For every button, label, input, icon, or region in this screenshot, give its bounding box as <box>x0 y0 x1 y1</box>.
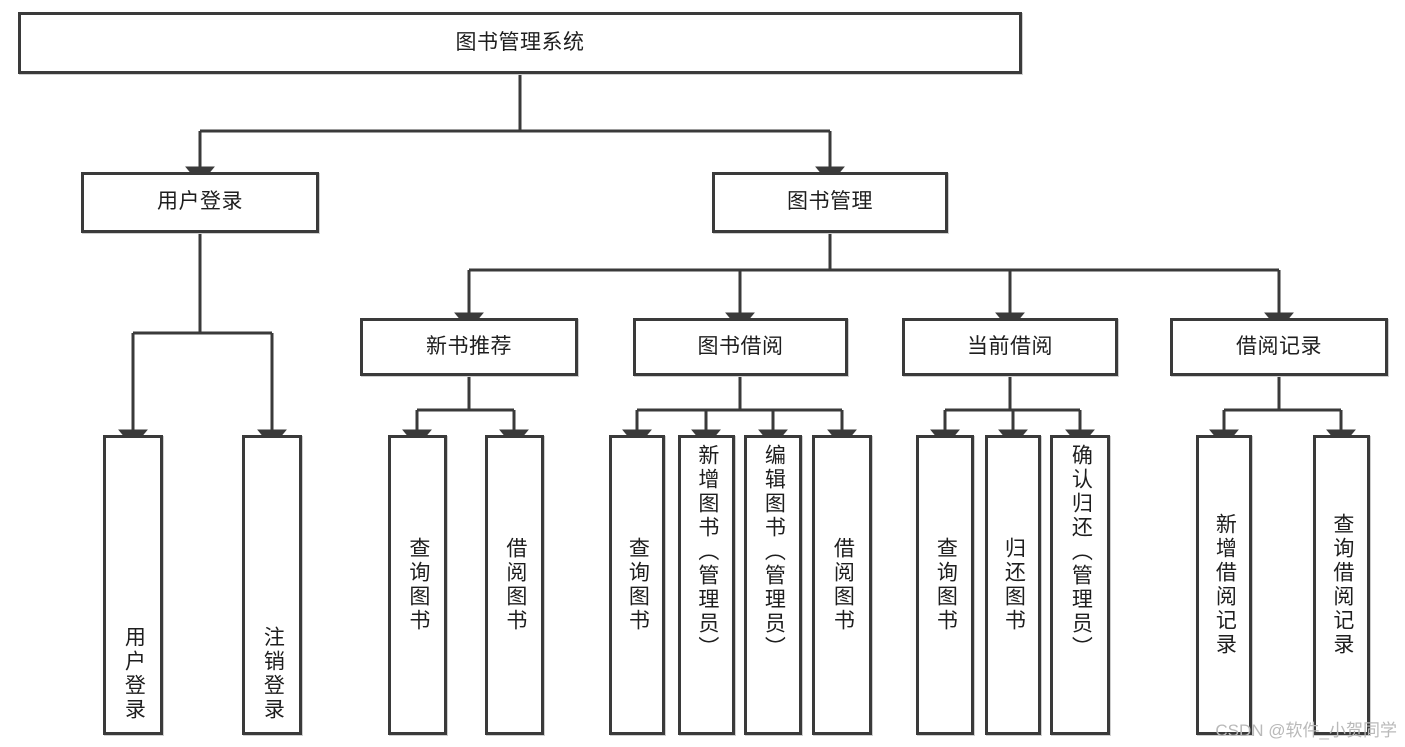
node-label-leaf-query-book-borrow: 查询图书 <box>626 537 650 633</box>
node-label-leaf-borrow-book-recommend: 借阅图书 <box>503 537 527 633</box>
node-leaf-user-logout: 注销登录 <box>242 435 302 735</box>
node-label-leaf-add-borrow-record: 新增借阅记录 <box>1213 513 1237 657</box>
node-leaf-user-login: 用户登录 <box>103 435 163 735</box>
node-label-leaf-query-book-current: 查询图书 <box>934 537 958 633</box>
node-label-user-login: 用户登录 <box>157 190 243 214</box>
node-label-leaf-add-book: 新增图书（管理员） <box>695 444 719 660</box>
node-user-login: 用户登录 <box>81 172 319 233</box>
node-label-leaf-edit-book: 编辑图书（管理员） <box>762 444 786 660</box>
node-new-book-recommend: 新书推荐 <box>360 318 578 376</box>
node-label-new-book-recommend: 新书推荐 <box>426 334 512 358</box>
node-book-management: 图书管理 <box>712 172 948 233</box>
node-leaf-add-borrow-record: 新增借阅记录 <box>1196 435 1252 735</box>
node-label-leaf-user-logout: 注销登录 <box>261 626 285 722</box>
node-leaf-borrow-book-recommend: 借阅图书 <box>485 435 544 735</box>
node-book-borrow: 图书借阅 <box>633 318 848 376</box>
node-leaf-return-book: 归还图书 <box>985 435 1041 735</box>
node-label-leaf-query-borrow-record: 查询借阅记录 <box>1330 513 1354 657</box>
node-label-root: 图书管理系统 <box>455 30 585 54</box>
node-leaf-query-book-recommend: 查询图书 <box>388 435 447 735</box>
node-borrow-record: 借阅记录 <box>1170 318 1388 376</box>
node-leaf-query-book-borrow: 查询图书 <box>609 435 665 735</box>
node-leaf-edit-book: 编辑图书（管理员） <box>744 435 802 735</box>
node-label-leaf-return-book: 归还图书 <box>1002 537 1026 633</box>
node-label-current-borrow: 当前借阅 <box>967 334 1053 358</box>
node-root: 图书管理系统 <box>18 12 1022 74</box>
node-label-leaf-borrow-book: 借阅图书 <box>831 537 855 633</box>
node-current-borrow: 当前借阅 <box>902 318 1118 376</box>
node-label-leaf-user-login: 用户登录 <box>122 626 146 722</box>
node-label-borrow-record: 借阅记录 <box>1236 334 1322 358</box>
node-leaf-borrow-book: 借阅图书 <box>812 435 872 735</box>
node-label-book-borrow: 图书借阅 <box>697 334 784 358</box>
node-leaf-query-book-current: 查询图书 <box>916 435 974 735</box>
node-label-leaf-query-book-recommend: 查询图书 <box>406 537 430 633</box>
node-label-book-management: 图书管理 <box>787 190 873 214</box>
node-leaf-confirm-return: 确认归还（管理员） <box>1050 435 1110 735</box>
node-leaf-add-book: 新增图书（管理员） <box>678 435 735 735</box>
node-label-leaf-confirm-return: 确认归还（管理员） <box>1069 444 1093 660</box>
connector-group <box>118 74 1356 448</box>
node-leaf-query-borrow-record: 查询借阅记录 <box>1313 435 1370 735</box>
